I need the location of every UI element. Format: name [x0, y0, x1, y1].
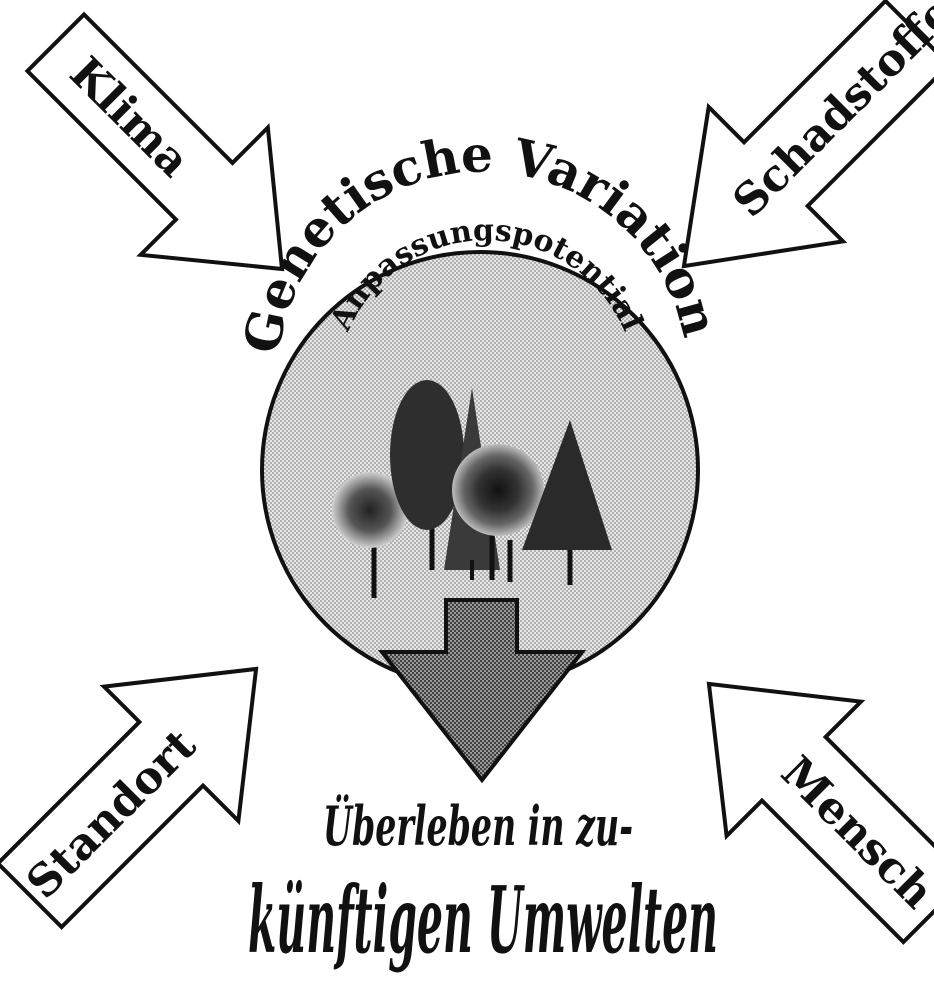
- outcome-line-1: Überleben in zu-: [323, 793, 633, 858]
- outcome-line-2: künftigen Umwelten: [248, 866, 718, 974]
